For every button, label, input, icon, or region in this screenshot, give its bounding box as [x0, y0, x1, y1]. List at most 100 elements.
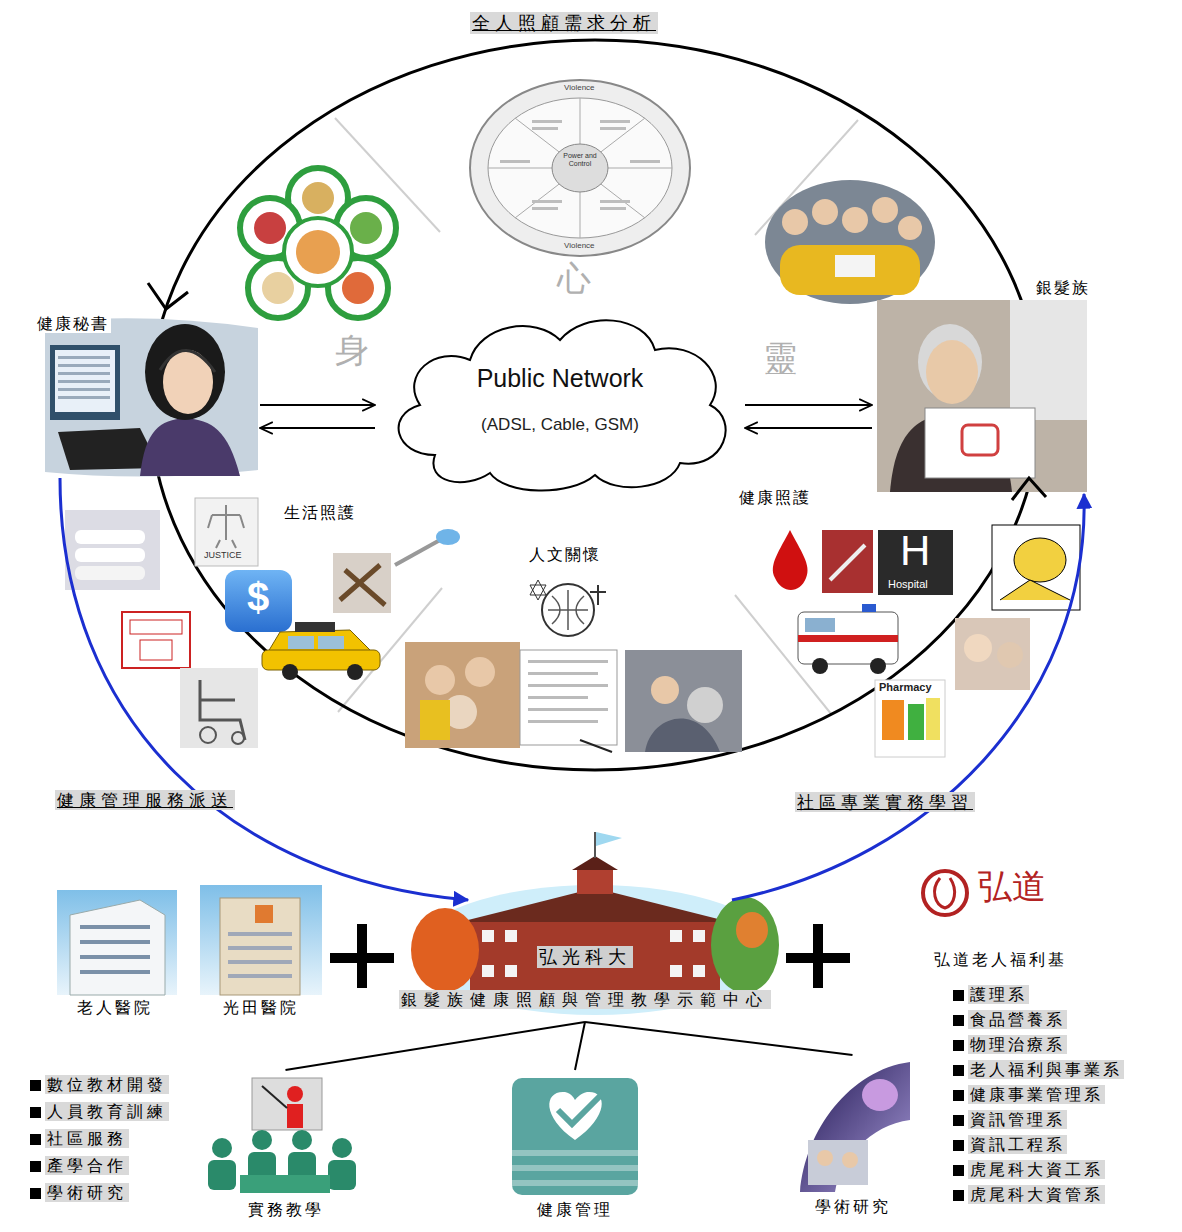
humanity-icons-part — [651, 676, 679, 704]
care-icons-left-part — [200, 727, 216, 743]
secretary-photo-part — [58, 356, 110, 359]
teaching-icon-part — [212, 1138, 232, 1158]
violence-wheel-part — [600, 120, 630, 123]
bullet-square — [953, 1065, 964, 1076]
elder-photo-part — [926, 340, 978, 404]
care-icons-left-part — [200, 680, 245, 740]
hospital-building-part — [228, 932, 292, 978]
edge-label: 健康管理服務派送 — [55, 790, 235, 810]
logo-circle-part — [935, 878, 955, 908]
care-icons-right — [773, 525, 1080, 757]
food-flower-part — [284, 218, 352, 286]
data-arrow — [745, 427, 872, 429]
bullet-square — [953, 1190, 964, 1201]
care-icons-left-part — [295, 622, 335, 632]
health-icon-part — [512, 1150, 638, 1156]
sector-label: 生活照護 — [282, 503, 358, 522]
food-flower-part — [254, 212, 286, 244]
school-building-part — [596, 832, 622, 846]
care-icons-left-part — [195, 498, 258, 566]
care-icons-right-part — [997, 642, 1023, 668]
bullet-square — [953, 1115, 964, 1126]
node-label: 光田醫院 — [223, 998, 299, 1017]
care-icons-left-part — [225, 570, 292, 632]
hospital-building-part — [80, 970, 150, 974]
group-photo-part — [782, 209, 808, 235]
violence-wheel-part — [552, 144, 608, 192]
food-flower-part — [302, 182, 334, 214]
node-label: 弘光科大 — [537, 946, 633, 968]
teaching-icon-part — [332, 1138, 352, 1158]
care-icons-right-part — [1014, 538, 1066, 582]
violence-wheel-part — [630, 160, 660, 163]
secretary-photo-part — [58, 372, 110, 375]
secretary-photo-part — [58, 364, 110, 367]
teaching-icon — [208, 1078, 356, 1193]
hospital-building-part — [228, 946, 292, 950]
aspect-char: 身 — [335, 330, 369, 371]
teaching-icon-part — [240, 1175, 330, 1193]
humanity-icons-part — [405, 642, 520, 748]
node-label: 弘道老人福利基 — [934, 950, 1067, 969]
school-building-part — [711, 897, 779, 993]
secretary-photo-part — [58, 356, 110, 399]
icon-text: H — [900, 528, 930, 574]
school-building-part — [736, 912, 768, 948]
bullet-square — [30, 1107, 41, 1118]
teaching-icon-part — [328, 1160, 356, 1190]
humanity-icons-part — [625, 650, 742, 752]
humanity-icons-part — [590, 585, 606, 605]
bullet-square — [953, 990, 964, 1001]
group-photo — [765, 180, 935, 304]
school-building-part — [572, 856, 618, 870]
network-cloud: Public Network(ADSL, Cable, GSM) — [375, 305, 745, 495]
hospital-building-part — [80, 925, 150, 974]
care-icons-left-part — [347, 664, 363, 680]
teaching-icon-part — [287, 1086, 303, 1102]
list-item: 虎尾科大資管系 — [968, 1185, 1105, 1204]
sector-label: 健康照護 — [737, 488, 813, 507]
care-icons-left-part — [340, 565, 385, 605]
violence-wheel-part — [500, 160, 530, 163]
teaching-icon-part — [252, 1078, 322, 1130]
function-node: 實務教學 — [198, 1070, 373, 1222]
care-icons-left-part — [75, 548, 145, 562]
humanity-icons-part — [528, 660, 608, 663]
list-item: 老人福利與事業系 — [968, 1060, 1124, 1079]
care-icons-right-part — [992, 525, 1080, 610]
food-flower-part — [296, 230, 340, 274]
research-icon-part — [817, 1150, 833, 1166]
care-icons-right-part — [798, 635, 898, 642]
care-icons-left-part — [140, 640, 172, 660]
care-icons-right-part — [798, 612, 898, 664]
hospital-building — [57, 885, 322, 995]
care-icons-right-part — [926, 698, 940, 740]
secretary-photo-part — [58, 380, 110, 383]
care-icons-right-part — [882, 700, 904, 740]
school-building-part — [470, 920, 720, 998]
elder-photo-part — [1012, 478, 1046, 500]
violence-wheel-part — [600, 127, 626, 130]
care-icons-left-part — [208, 505, 244, 548]
node-label: 健康管理 — [537, 1200, 613, 1219]
school-building-part — [594, 832, 596, 858]
care-icons-right-part — [830, 545, 865, 580]
care-icons-left-part — [232, 732, 244, 744]
humanity-icons-part — [548, 590, 588, 630]
care-icons-right-part — [955, 618, 1030, 690]
care-icons-left-part — [75, 566, 145, 580]
list-item: 學術研究 — [45, 1183, 129, 1202]
violence-wheel-part — [532, 200, 562, 203]
health-icon-part — [512, 1180, 638, 1186]
photo-node: 健康秘書 — [35, 312, 260, 478]
elder-photo — [877, 300, 1087, 500]
plus-sign-part — [813, 924, 823, 988]
care-icons-left-part — [268, 630, 372, 652]
logo-text: 弘道 — [978, 866, 1046, 907]
group-photo-part — [765, 180, 935, 304]
elder-photo-part — [962, 425, 998, 455]
care-icons-right-part — [812, 658, 828, 674]
